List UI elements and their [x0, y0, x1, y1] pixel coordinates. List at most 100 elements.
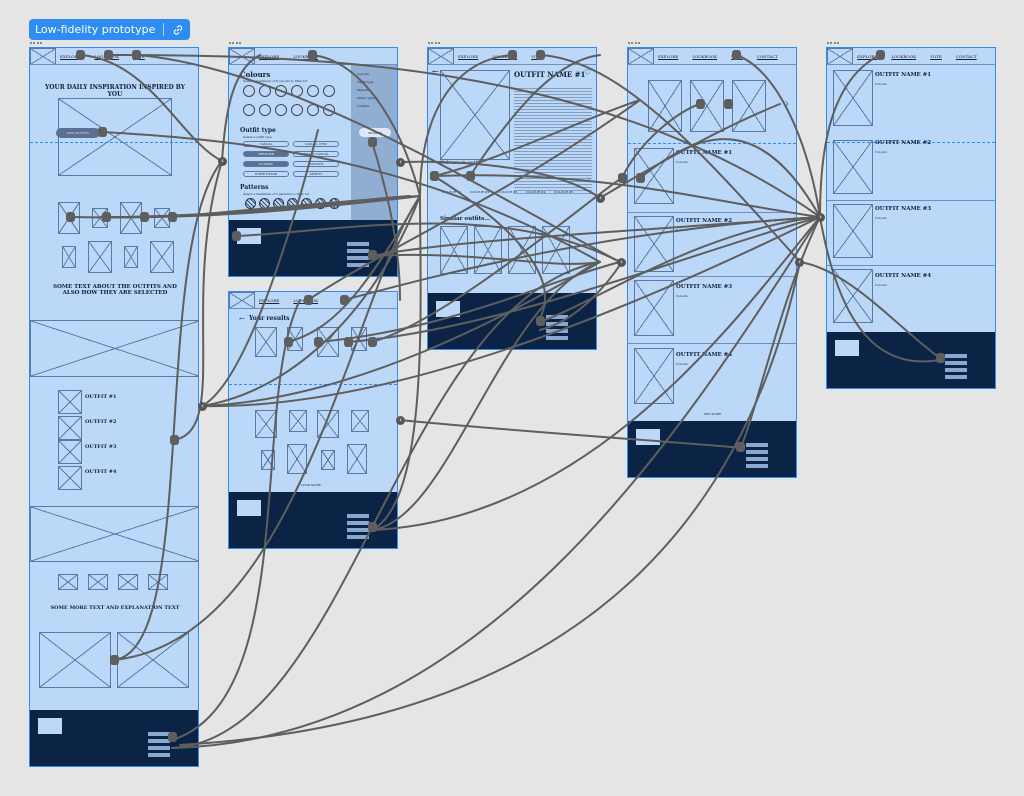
frame-menu-dots[interactable] [229, 42, 241, 44]
link-icon[interactable] [172, 24, 184, 36]
interaction-node[interactable] [876, 50, 885, 60]
pattern-swatch[interactable] [259, 198, 270, 209]
colour-swatch[interactable] [275, 85, 287, 97]
nav-explore[interactable]: EXPLORE [60, 53, 81, 59]
interaction-node[interactable] [132, 50, 141, 60]
result-image[interactable] [255, 410, 277, 438]
outfit-thumb[interactable] [58, 440, 82, 464]
interaction-node[interactable] [232, 231, 241, 241]
colour-swatch[interactable] [307, 85, 319, 97]
frame-menu-dots[interactable] [428, 42, 440, 44]
similar-outfit-image[interactable] [542, 226, 570, 274]
type-pill[interactable]: STREETWEAR [243, 171, 289, 177]
colour-swatch[interactable] [243, 85, 255, 97]
colour-swatch[interactable] [323, 104, 335, 116]
interaction-node[interactable] [308, 50, 317, 60]
interaction-node[interactable] [430, 171, 439, 181]
type-pill[interactable]: CASUAL CHIC [293, 141, 339, 147]
interaction-node[interactable] [102, 212, 111, 222]
interaction-node[interactable] [140, 212, 149, 222]
footer-links[interactable] [148, 732, 170, 757]
side-item[interactable]: Other options [357, 96, 378, 100]
vote-image[interactable] [833, 269, 873, 323]
interaction-node[interactable] [66, 212, 75, 222]
frame-explore[interactable]: EXPLORE LOOKBOOK Colours Outfit type Pat… [228, 47, 398, 277]
lookbook-item-title[interactable]: OUTFIT NAME #4 [676, 352, 733, 358]
result-image[interactable] [351, 327, 367, 351]
type-pill[interactable]: ELEGANT [293, 161, 339, 167]
nav-explore[interactable]: EXPLORE [458, 53, 479, 59]
frame-vote[interactable]: EXPLORE LOOKBOOK VOTE CONTACT OUTFIT NAM… [826, 47, 996, 389]
similar-outfit-image[interactable] [474, 226, 502, 274]
pattern-swatch[interactable] [245, 198, 256, 209]
interaction-node[interactable] [76, 50, 85, 60]
interaction-node[interactable] [344, 337, 353, 347]
outfit-thumb[interactable] [58, 390, 82, 414]
frame-menu-dots[interactable] [30, 42, 42, 44]
footer-links[interactable] [945, 354, 967, 379]
nav-lookbook[interactable]: LOOKBOOK [692, 53, 718, 59]
interaction-node[interactable] [304, 295, 313, 305]
interaction-node[interactable] [736, 442, 745, 452]
vote-image[interactable] [833, 204, 873, 258]
board-title-badge[interactable]: Low-fidelity prototype [29, 19, 191, 40]
pattern-swatch[interactable] [329, 198, 340, 209]
footer-links[interactable] [347, 514, 369, 539]
interaction-node[interactable] [466, 171, 475, 181]
load-more-button[interactable]: LOAD MORE [301, 483, 321, 487]
footer-links[interactable] [347, 242, 369, 267]
outfit-thumb[interactable] [58, 416, 82, 440]
frame-menu-dots[interactable] [628, 42, 640, 44]
pattern-swatch[interactable] [273, 198, 284, 209]
vote-image[interactable] [833, 70, 873, 126]
interaction-node[interactable] [368, 137, 377, 147]
chevron-right-icon[interactable]: › [586, 172, 591, 186]
side-item[interactable]: Outfit type [357, 80, 374, 84]
back-arrow-icon[interactable]: ← [239, 315, 245, 323]
interaction-node[interactable] [170, 435, 179, 445]
interaction-node[interactable] [340, 295, 349, 305]
frame-menu-dots[interactable] [827, 42, 839, 44]
nav-contact[interactable]: CONTACT [955, 53, 977, 59]
outfit-thumb[interactable] [58, 466, 82, 490]
colour-swatch[interactable] [323, 85, 335, 97]
carousel-image[interactable] [732, 80, 766, 132]
see-more-button[interactable]: SEE MORE [704, 412, 722, 416]
interaction-node[interactable] [168, 212, 177, 222]
chevron-left-icon[interactable]: ‹ [218, 157, 227, 166]
interaction-node[interactable] [314, 337, 323, 347]
interaction-node[interactable] [110, 655, 119, 665]
back-arrow-icon[interactable]: ← [432, 67, 439, 76]
carousel-image[interactable] [648, 80, 682, 132]
interaction-node[interactable] [284, 337, 293, 347]
result-image[interactable] [317, 410, 339, 438]
result-image[interactable] [289, 410, 307, 432]
colour-swatch[interactable] [275, 104, 287, 116]
pattern-swatch[interactable] [287, 198, 298, 209]
colour-swatch[interactable] [291, 85, 303, 97]
search-button[interactable]: SEARCH [359, 128, 391, 137]
colour-swatch[interactable] [243, 104, 255, 116]
interaction-node[interactable] [936, 353, 945, 363]
type-pill[interactable]: CREATIVE [243, 151, 289, 157]
chevron-left-icon[interactable]: ‹ [596, 194, 605, 203]
colour-swatch[interactable] [259, 85, 271, 97]
interaction-node[interactable] [536, 50, 545, 60]
chevron-right-icon[interactable]: › [816, 213, 825, 222]
chevron-left-icon[interactable]: ‹ [795, 258, 804, 267]
type-pill[interactable]: SMART CASUAL [293, 151, 339, 157]
interaction-node[interactable] [508, 50, 517, 60]
result-image[interactable] [261, 450, 275, 470]
chevron-right-icon[interactable]: › [784, 96, 790, 112]
interaction-node[interactable] [168, 732, 177, 742]
frame-lookbook[interactable]: EXPLORE LOOKBOOK VOTE CONTACT › OUTFIT N… [627, 47, 797, 478]
similar-outfit-image[interactable] [508, 226, 536, 274]
vote-image[interactable] [833, 140, 873, 194]
frame-results[interactable]: EXPLORE LOOKBOOK ← Your results LOAD MOR… [228, 291, 398, 549]
type-pill[interactable]: CLASSIC [243, 161, 289, 167]
side-item[interactable]: Colours [357, 72, 369, 76]
nav-vote[interactable]: VOTE [930, 53, 942, 59]
result-image[interactable] [321, 450, 335, 470]
chevron-left-icon[interactable]: ‹ [198, 402, 207, 411]
heart-icon[interactable]: ♡ [584, 68, 592, 77]
